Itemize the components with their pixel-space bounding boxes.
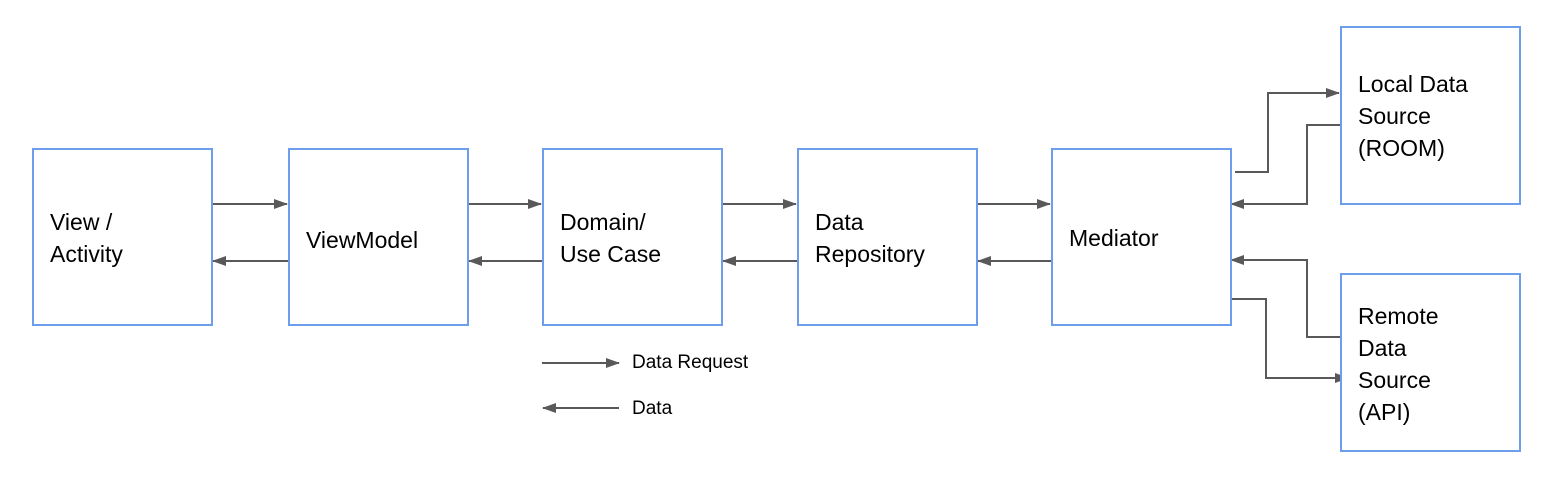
mediator-box: Mediator — [1051, 148, 1232, 326]
remote-data-source-label: Remote Data Source (API) — [1358, 303, 1439, 425]
local-data-source-label: Local Data Source (ROOM) — [1358, 71, 1468, 161]
mediator-label: Mediator — [1069, 225, 1159, 251]
data-repository-box: Data Repository — [797, 148, 978, 326]
arrow-remote-to-mediator — [1230, 255, 1340, 338]
viewmodel-label: ViewModel — [306, 227, 419, 253]
arrow-mediator-to-remote — [1231, 298, 1349, 383]
view-activity-label: View / Activity — [50, 209, 123, 267]
domain-usecase-box: Domain/ Use Case — [542, 148, 723, 326]
legend-data-label: Data — [632, 398, 673, 419]
domain-usecase-label: Domain/ Use Case — [560, 209, 661, 267]
viewmodel-box: ViewModel — [288, 148, 469, 326]
arrow-local-to-mediator — [1230, 124, 1340, 209]
arrow-mediator-to-local — [1235, 88, 1340, 173]
legend-request-label: Data Request — [632, 352, 749, 373]
view-activity-box: View / Activity — [32, 148, 213, 326]
remote-data-source-box: Remote Data Source (API) — [1340, 273, 1521, 452]
data-repository-label: Data Repository — [815, 209, 925, 267]
local-data-source-box: Local Data Source (ROOM) — [1340, 26, 1521, 205]
